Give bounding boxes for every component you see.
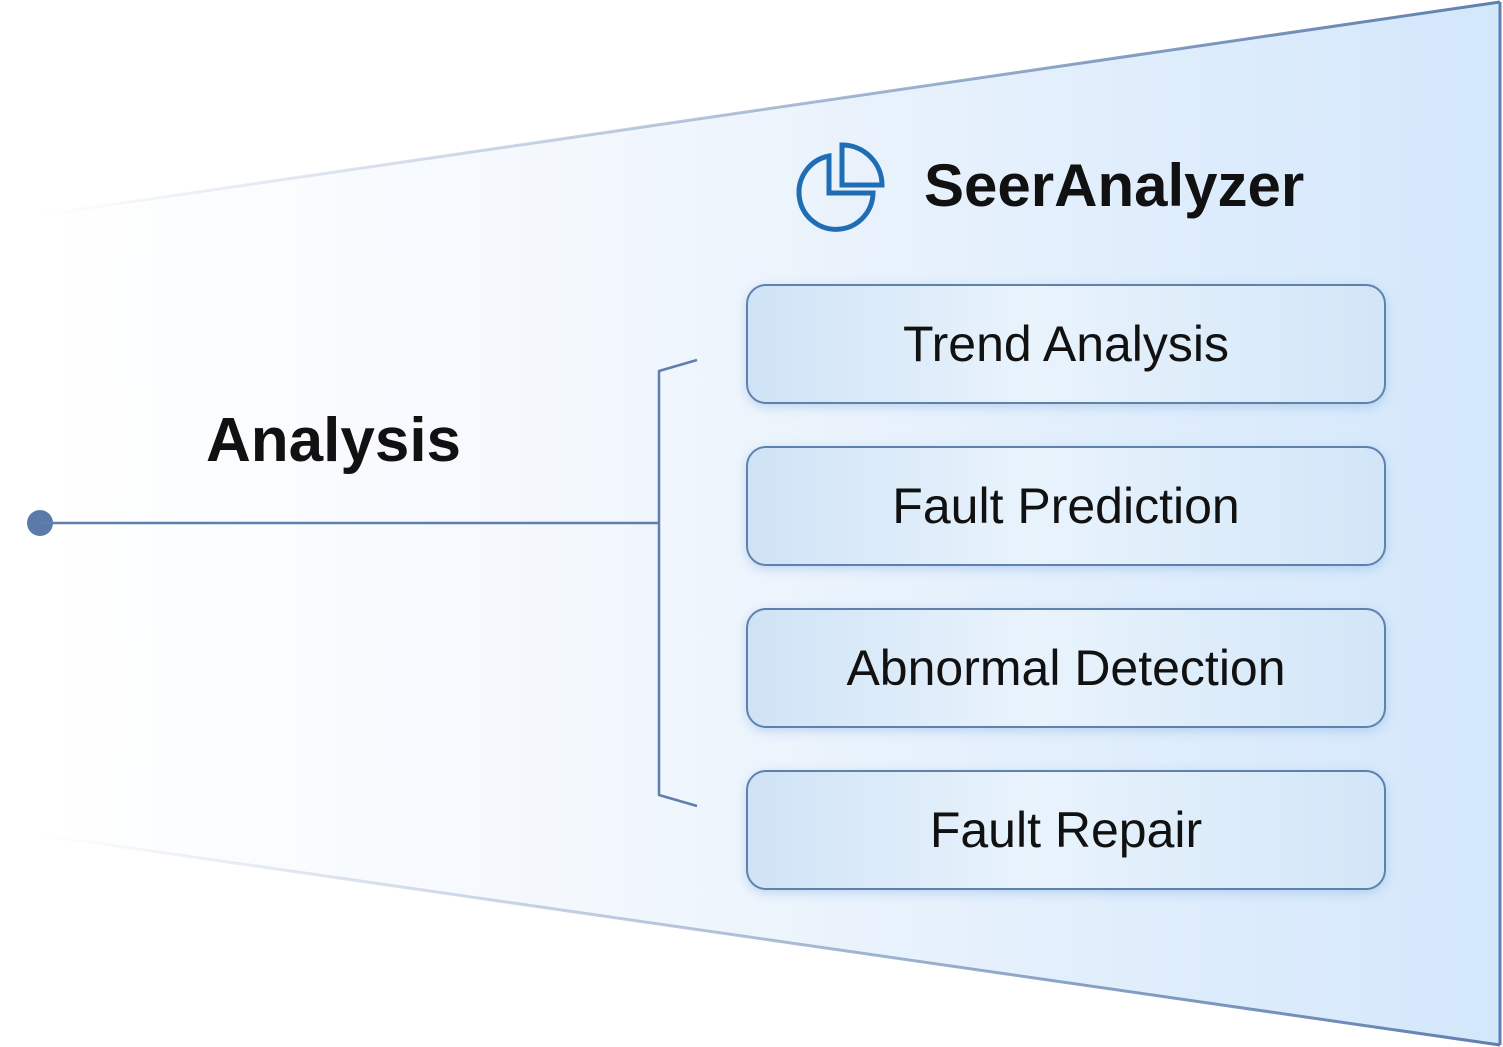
- feature-label: Abnormal Detection: [846, 640, 1286, 696]
- feature-label: Fault Repair: [929, 802, 1203, 858]
- funnel-bottom-edge: [39, 833, 1501, 1047]
- funnel-top-edge: [39, 0, 1501, 217]
- analysis-label: Analysis: [206, 406, 462, 475]
- bracket: [657, 358, 698, 808]
- feature-label: Fault Prediction: [892, 478, 1240, 534]
- feature-box-fault-repair: Fault Repair: [746, 770, 1386, 890]
- pie-chart-icon: [796, 142, 885, 232]
- feature-list: Trend Analysis Fault Prediction Abnormal…: [746, 284, 1386, 890]
- feature-label: Trend Analysis: [902, 316, 1230, 372]
- feature-box-trend-analysis: Trend Analysis: [746, 284, 1386, 404]
- feature-box-fault-prediction: Fault Prediction: [746, 446, 1386, 566]
- product-title: SeerAnalyzer: [924, 152, 1305, 219]
- feature-box-abnormal-detection: Abnormal Detection: [746, 608, 1386, 728]
